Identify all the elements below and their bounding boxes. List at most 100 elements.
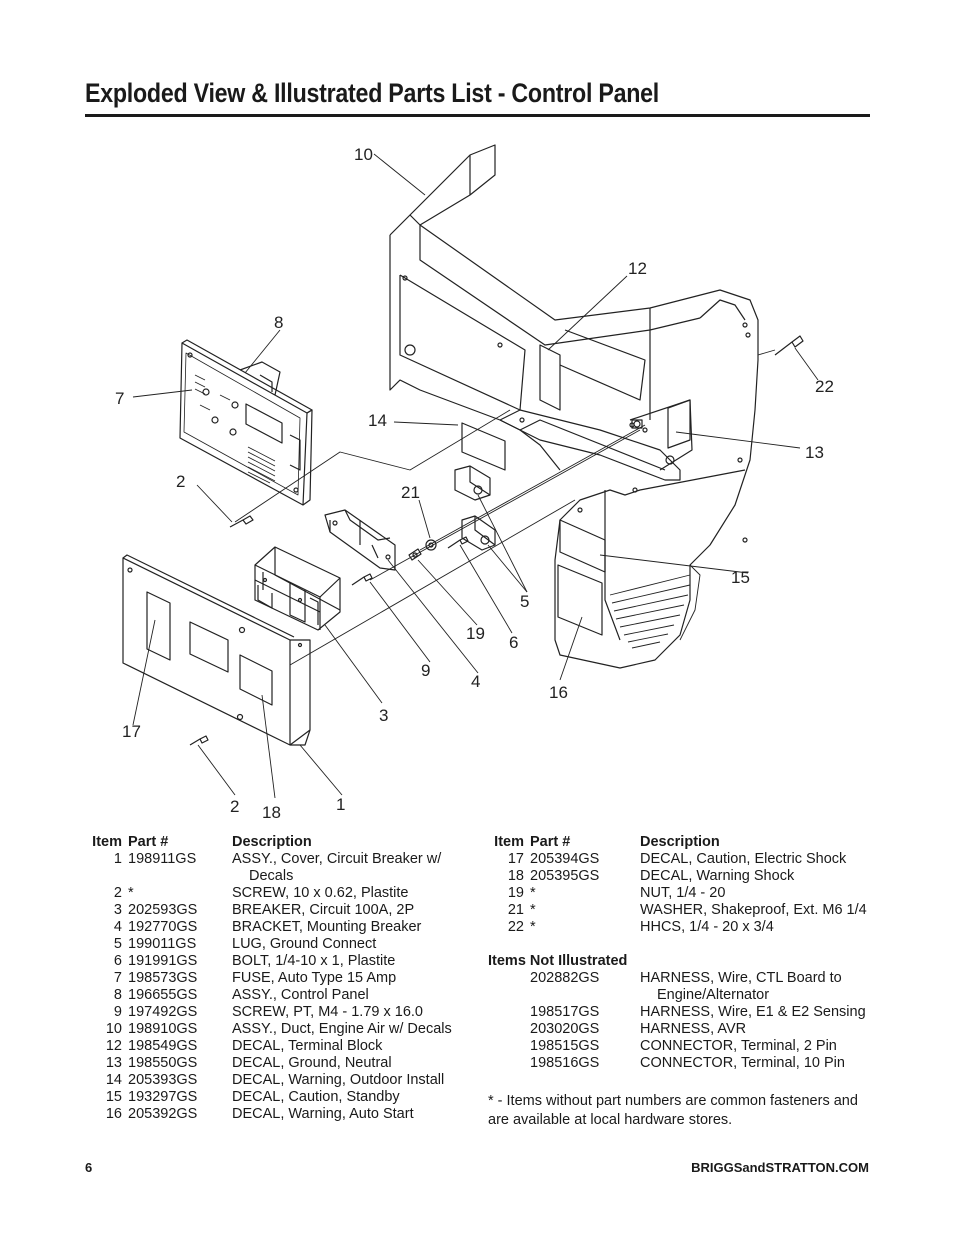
table-row: 1 198911GS ASSY., Cover, Circuit Breaker w… [88, 851, 452, 885]
item-number: 2 [113, 885, 122, 901]
part-description: DECAL, Caution, Electric Shock [640, 851, 867, 868]
header-item: Item [92, 834, 122, 850]
description-text: BREAKER, Circuit 100A, 2P [232, 902, 415, 918]
description-text: FUSE, Auto Type 15 Amp [232, 970, 397, 986]
part-number: 198910GS [128, 1021, 198, 1037]
description-text: ASSY., Cover, Circuit Breaker w/ [232, 851, 442, 867]
table-header-row: Item Part # Description [488, 834, 867, 851]
part-description: ASSY., Control Panel [232, 987, 452, 1004]
part-number: 198573GS [128, 970, 198, 986]
callout-22: 22 [815, 377, 834, 396]
description-text: HARNESS, AVR [640, 1021, 747, 1037]
part-description: BRACKET, Mounting Breaker [232, 919, 452, 936]
hhcs-22 [774, 335, 804, 356]
item-number: 13 [105, 1055, 122, 1071]
screw-9 [351, 573, 373, 586]
item-number [488, 1004, 530, 1021]
table-row: 19*NUT, 1/4 - 20 [488, 885, 867, 902]
mounting-bracket [324, 509, 396, 571]
item-number [488, 1055, 530, 1072]
part-number: 202882GS [530, 970, 600, 986]
page-title: Exploded View & Illustrated Parts List -… [85, 78, 659, 108]
description-text: DECAL, Warning, Outdoor Install [232, 1072, 445, 1088]
table-row: 7 198573GS FUSE, Auto Type 15 Amp [88, 970, 452, 987]
part-description: DECAL, Caution, Standby [232, 1089, 452, 1106]
callout-18: 18 [262, 803, 281, 822]
callout-5: 5 [520, 592, 529, 611]
callout-9: 9 [421, 661, 430, 680]
part-description: SCREW, 10 x 0.62, Plastite [232, 885, 452, 902]
part-number: 198517GS [530, 1004, 600, 1020]
part-description: FUSE, Auto Type 15 Amp [232, 970, 452, 987]
exploded-view-diagram: 10 12 8 7 22 14 13 2 21 15 5 19 6 9 4 16… [115, 144, 834, 822]
website-link[interactable]: BRIGGSandSTRATTON.COM [691, 1160, 869, 1175]
part-description: DECAL, Terminal Block [232, 1038, 452, 1055]
part-description: HARNESS, Wire, E1 & E2 Sensing [640, 1004, 867, 1021]
part-number: 198515GS [530, 1038, 600, 1054]
decal-14 [461, 422, 506, 471]
item-number: 1 [113, 851, 122, 867]
description-text: SCREW, PT, M4 - 1.79 x 16.0 [232, 1004, 423, 1020]
callout-17: 17 [122, 722, 141, 741]
part-description: WASHER, Shakeproof, Ext. M6 1/4 [640, 902, 867, 919]
description-text: CONNECTOR, Terminal, 2 Pin [640, 1038, 837, 1054]
callout-12: 12 [628, 259, 647, 278]
description-continuation: Decals [249, 868, 294, 884]
parts-table-left: Item Part # Description 1 198911GS ASSY., … [88, 834, 452, 1123]
item-number: 17 [507, 851, 524, 867]
header-description: Description [640, 834, 720, 850]
part-description: SCREW, PT, M4 - 1.79 x 16.0 [232, 1004, 452, 1021]
part-number: 193297GS [128, 1089, 198, 1105]
screw-2-lower [189, 735, 209, 746]
description-text: ASSY., Duct, Engine Air w/ Decals [232, 1021, 452, 1037]
table-row: 198517GS HARNESS, Wire, E1 & E2 Sensing [488, 1004, 867, 1021]
description-text: HHCS, 1/4 - 20 x 3/4 [640, 919, 774, 935]
callout-labels: 10 12 8 7 22 14 13 2 21 15 5 19 6 9 4 16… [115, 145, 834, 822]
part-number: 192770GS [128, 919, 198, 935]
part-description: HHCS, 1/4 - 20 x 3/4 [640, 919, 867, 936]
part-number: 198911GS [128, 851, 197, 867]
control-panel-assembly [179, 339, 313, 506]
part-description: DECAL, Ground, Neutral [232, 1055, 452, 1072]
callout-19: 19 [466, 624, 485, 643]
decal-17 [146, 591, 171, 661]
part-number: * [530, 885, 536, 901]
part-description: HARNESS, AVR [640, 1021, 867, 1038]
description-text: BOLT, 1/4-10 x 1, Plastite [232, 953, 396, 969]
not-illustrated-heading: Items Not Illustrated [488, 953, 628, 969]
callout-4: 4 [471, 672, 480, 691]
part-number: * [530, 902, 536, 918]
table-header-row: Item Part # Description [88, 834, 452, 851]
screw-2-upper [229, 515, 254, 528]
page-number: 6 [85, 1160, 93, 1175]
item-number: 14 [105, 1072, 122, 1088]
item-number: 5 [113, 936, 122, 952]
part-number: 205392GS [128, 1106, 198, 1122]
decal-13 [667, 399, 691, 449]
part-number: 198516GS [530, 1055, 600, 1071]
callout-14: 14 [368, 411, 387, 430]
duct-assembly [389, 144, 759, 669]
decal-18 [239, 654, 273, 706]
part-description: ASSY., Duct, Engine Air w/ Decals [232, 1021, 452, 1038]
header-part: Part # [128, 834, 169, 850]
description-text: DECAL, Terminal Block [232, 1038, 383, 1054]
callout-8: 8 [274, 313, 283, 332]
part-description: BOLT, 1/4-10 x 1, Plastite [232, 953, 452, 970]
part-description: NUT, 1/4 - 20 [640, 885, 867, 902]
part-number: 205395GS [530, 868, 600, 884]
part-description: DECAL, Warning, Auto Start [232, 1106, 452, 1123]
item-number: 18 [507, 868, 524, 884]
description-text: DECAL, Ground, Neutral [232, 1055, 392, 1071]
table-row: 21*WASHER, Shakeproof, Ext. M6 1/4 [488, 902, 867, 919]
part-description: CONNECTOR, Terminal, 2 Pin [640, 1038, 867, 1055]
item-number: 7 [113, 970, 122, 986]
